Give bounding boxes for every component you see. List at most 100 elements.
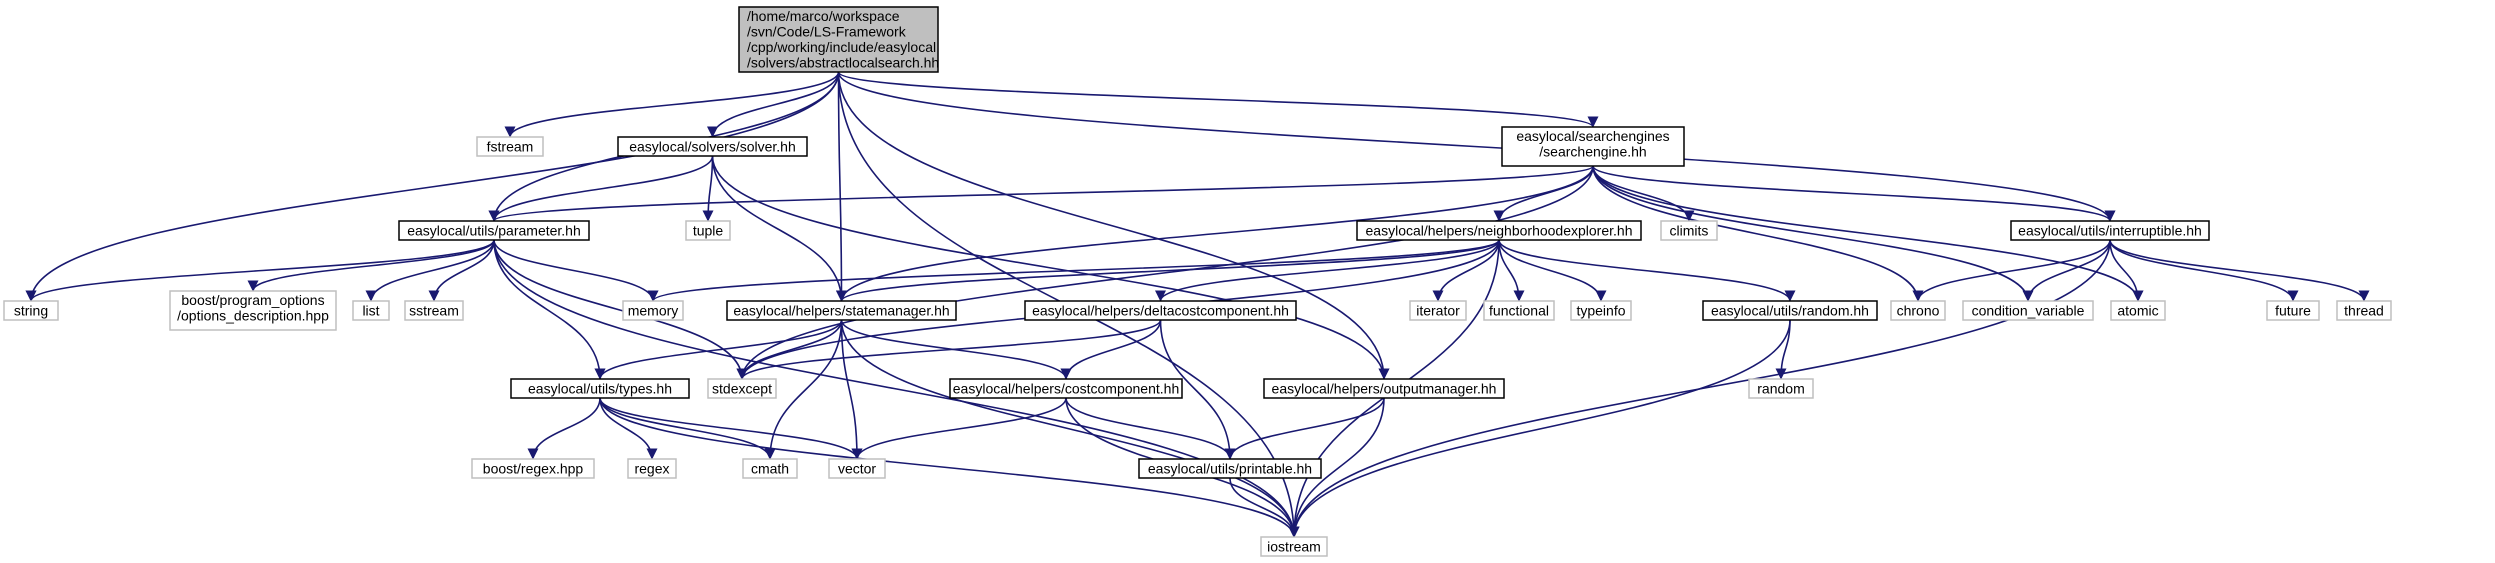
- edge-root-to-interruptible: [837, 71, 2116, 222]
- node-label-iostream-line-0: iostream: [1267, 539, 1321, 555]
- node-box-condvar: [1962, 300, 2094, 321]
- node-label-typeinfo-line-0: typeinfo: [1576, 303, 1625, 319]
- edge-searchengine-to-atomic: [1592, 165, 2144, 302]
- node-box-list: [352, 300, 390, 321]
- node-box-chrono: [1890, 300, 1946, 321]
- edge-parameter-to-iostream: [493, 239, 1300, 538]
- edge-solver-to-statemanager: [711, 155, 848, 302]
- node-label-atomic-line-0: atomic: [2117, 303, 2158, 319]
- node-thread: thread: [2336, 300, 2392, 321]
- node-label-solver-line-0: easylocal/solvers/solver.hh: [629, 139, 796, 155]
- node-label-random_hh-line-0: easylocal/utils/random.hh: [1711, 303, 1869, 319]
- node-tuple: tuple: [685, 220, 731, 241]
- node-box-memory: [622, 300, 684, 321]
- nodes-layer: /home/marco/workspace/svn/Code/LS-Framew…: [3, 6, 2392, 557]
- node-label-iterator-line-0: iterator: [1416, 303, 1460, 319]
- node-climits: climits: [1660, 220, 1718, 241]
- edge-costcomponent-to-printable: [1065, 397, 1236, 460]
- node-label-condvar-line-0: condition_variable: [1972, 303, 2085, 319]
- node-list: list: [352, 300, 390, 321]
- node-fstream: fstream: [476, 136, 544, 157]
- edge-parameter-to-memory: [493, 239, 659, 302]
- node-box-neighborhood: [1356, 220, 1642, 241]
- edge-interruptible-to-chrono: [1912, 239, 2111, 302]
- edge-searchengine-to-statemanager: [836, 165, 1594, 302]
- edge-solver-to-tuple: [702, 155, 714, 222]
- node-label-stdexcept-line-0: stdexcept: [712, 381, 772, 397]
- node-chrono: chrono: [1890, 300, 1946, 321]
- node-random: random: [1748, 378, 1814, 399]
- node-types[interactable]: easylocal/utils/types.hh: [510, 378, 690, 399]
- node-box-functional: [1483, 300, 1555, 321]
- node-box-searchengine: [1501, 126, 1685, 167]
- edge-printable-to-iostream: [1229, 477, 1300, 538]
- node-future: future: [2266, 300, 2320, 321]
- node-random_hh[interactable]: easylocal/utils/random.hh: [1702, 300, 1878, 321]
- node-root[interactable]: /home/marco/workspace/svn/Code/LS-Framew…: [738, 6, 939, 73]
- node-condvar: condition_variable: [1962, 300, 2094, 321]
- node-box-stdexcept: [707, 378, 777, 399]
- node-atomic: atomic: [2110, 300, 2166, 321]
- node-cmath: cmath: [742, 458, 798, 479]
- node-boostpo: boost/program_options/options_descriptio…: [169, 290, 337, 331]
- edge-random_hh-to-iostream: [1288, 319, 1791, 538]
- node-label-deltacost-line-0: easylocal/helpers/deltacostcomponent.hh: [1032, 303, 1289, 319]
- edge-interruptible-to-thread: [2109, 239, 2370, 302]
- edge-outputmanager-to-printable: [1224, 397, 1385, 460]
- node-deltacost[interactable]: easylocal/helpers/deltacostcomponent.hh: [1024, 300, 1297, 321]
- node-label-searchengine-line-0: easylocal/searchengines: [1516, 128, 1669, 144]
- node-boostregex: boost/regex.hpp: [471, 458, 595, 479]
- node-searchengine[interactable]: easylocal/searchengines/searchengine.hh: [1501, 126, 1685, 167]
- node-label-parameter-line-0: easylocal/utils/parameter.hh: [407, 223, 581, 239]
- node-box-outputmanager: [1263, 378, 1505, 399]
- edge-root-to-statemanager: [835, 71, 848, 302]
- node-functional: functional: [1483, 300, 1555, 321]
- node-neighborhood[interactable]: easylocal/helpers/neighborhoodexplorer.h…: [1356, 220, 1642, 241]
- node-box-vector: [828, 458, 886, 479]
- edge-searchengine-to-interruptible: [1592, 165, 2116, 222]
- node-parameter[interactable]: easylocal/utils/parameter.hh: [398, 220, 590, 241]
- node-label-string-line-0: string: [14, 303, 48, 319]
- edge-root-to-solver: [706, 71, 840, 138]
- node-outputmanager[interactable]: easylocal/helpers/outputmanager.hh: [1263, 378, 1505, 399]
- node-solver[interactable]: easylocal/solvers/solver.hh: [617, 136, 808, 157]
- node-box-solver: [617, 136, 808, 157]
- node-box-iostream: [1260, 536, 1328, 557]
- node-box-statemanager: [726, 300, 957, 321]
- edge-interruptible-to-condvar: [2022, 239, 2111, 302]
- node-label-printable-line-0: easylocal/utils/printable.hh: [1148, 461, 1312, 477]
- node-label-outputmanager-line-0: easylocal/helpers/outputmanager.hh: [1272, 381, 1497, 397]
- node-statemanager[interactable]: easylocal/helpers/statemanager.hh: [726, 300, 957, 321]
- node-printable[interactable]: easylocal/utils/printable.hh: [1138, 458, 1322, 479]
- node-label-memory-line-0: memory: [628, 303, 679, 319]
- node-label-fstream-line-0: fstream: [487, 139, 534, 155]
- node-label-boostpo-line-0: boost/program_options: [181, 292, 324, 308]
- node-stdexcept: stdexcept: [707, 378, 777, 399]
- node-box-fstream: [476, 136, 544, 157]
- edge-statemanager-to-types: [594, 319, 843, 380]
- edge-statemanager-to-vector: [840, 319, 863, 460]
- edge-outputmanager-to-iostream: [1288, 397, 1385, 538]
- node-label-statemanager-line-0: easylocal/helpers/statemanager.hh: [733, 303, 949, 319]
- node-label-tuple-line-0: tuple: [693, 223, 724, 239]
- node-box-climits: [1660, 220, 1718, 241]
- edge-searchengine-to-climits: [1592, 165, 1695, 222]
- node-costcomponent[interactable]: easylocal/helpers/costcomponent.hh: [949, 378, 1183, 399]
- node-box-boostpo: [169, 290, 337, 331]
- node-interruptible[interactable]: easylocal/utils/interruptible.hh: [2010, 220, 2210, 241]
- edge-neighborhood-to-random_hh: [1498, 239, 1796, 302]
- node-box-interruptible: [2010, 220, 2210, 241]
- node-label-future-line-0: future: [2275, 303, 2311, 319]
- edge-neighborhood-to-deltacost: [1155, 239, 1500, 302]
- edge-solver-to-parameter: [488, 155, 714, 222]
- node-label-thread-line-0: thread: [2344, 303, 2384, 319]
- edge-neighborhood-to-typeinfo: [1498, 239, 1607, 302]
- node-label-root-line-0: /home/marco/workspace: [747, 8, 900, 24]
- node-regex: regex: [627, 458, 677, 479]
- node-box-random: [1748, 378, 1814, 399]
- edge-types-to-vector: [599, 397, 863, 460]
- node-box-random_hh: [1702, 300, 1878, 321]
- node-box-future: [2266, 300, 2320, 321]
- edge-statemanager-to-cmath: [764, 319, 843, 460]
